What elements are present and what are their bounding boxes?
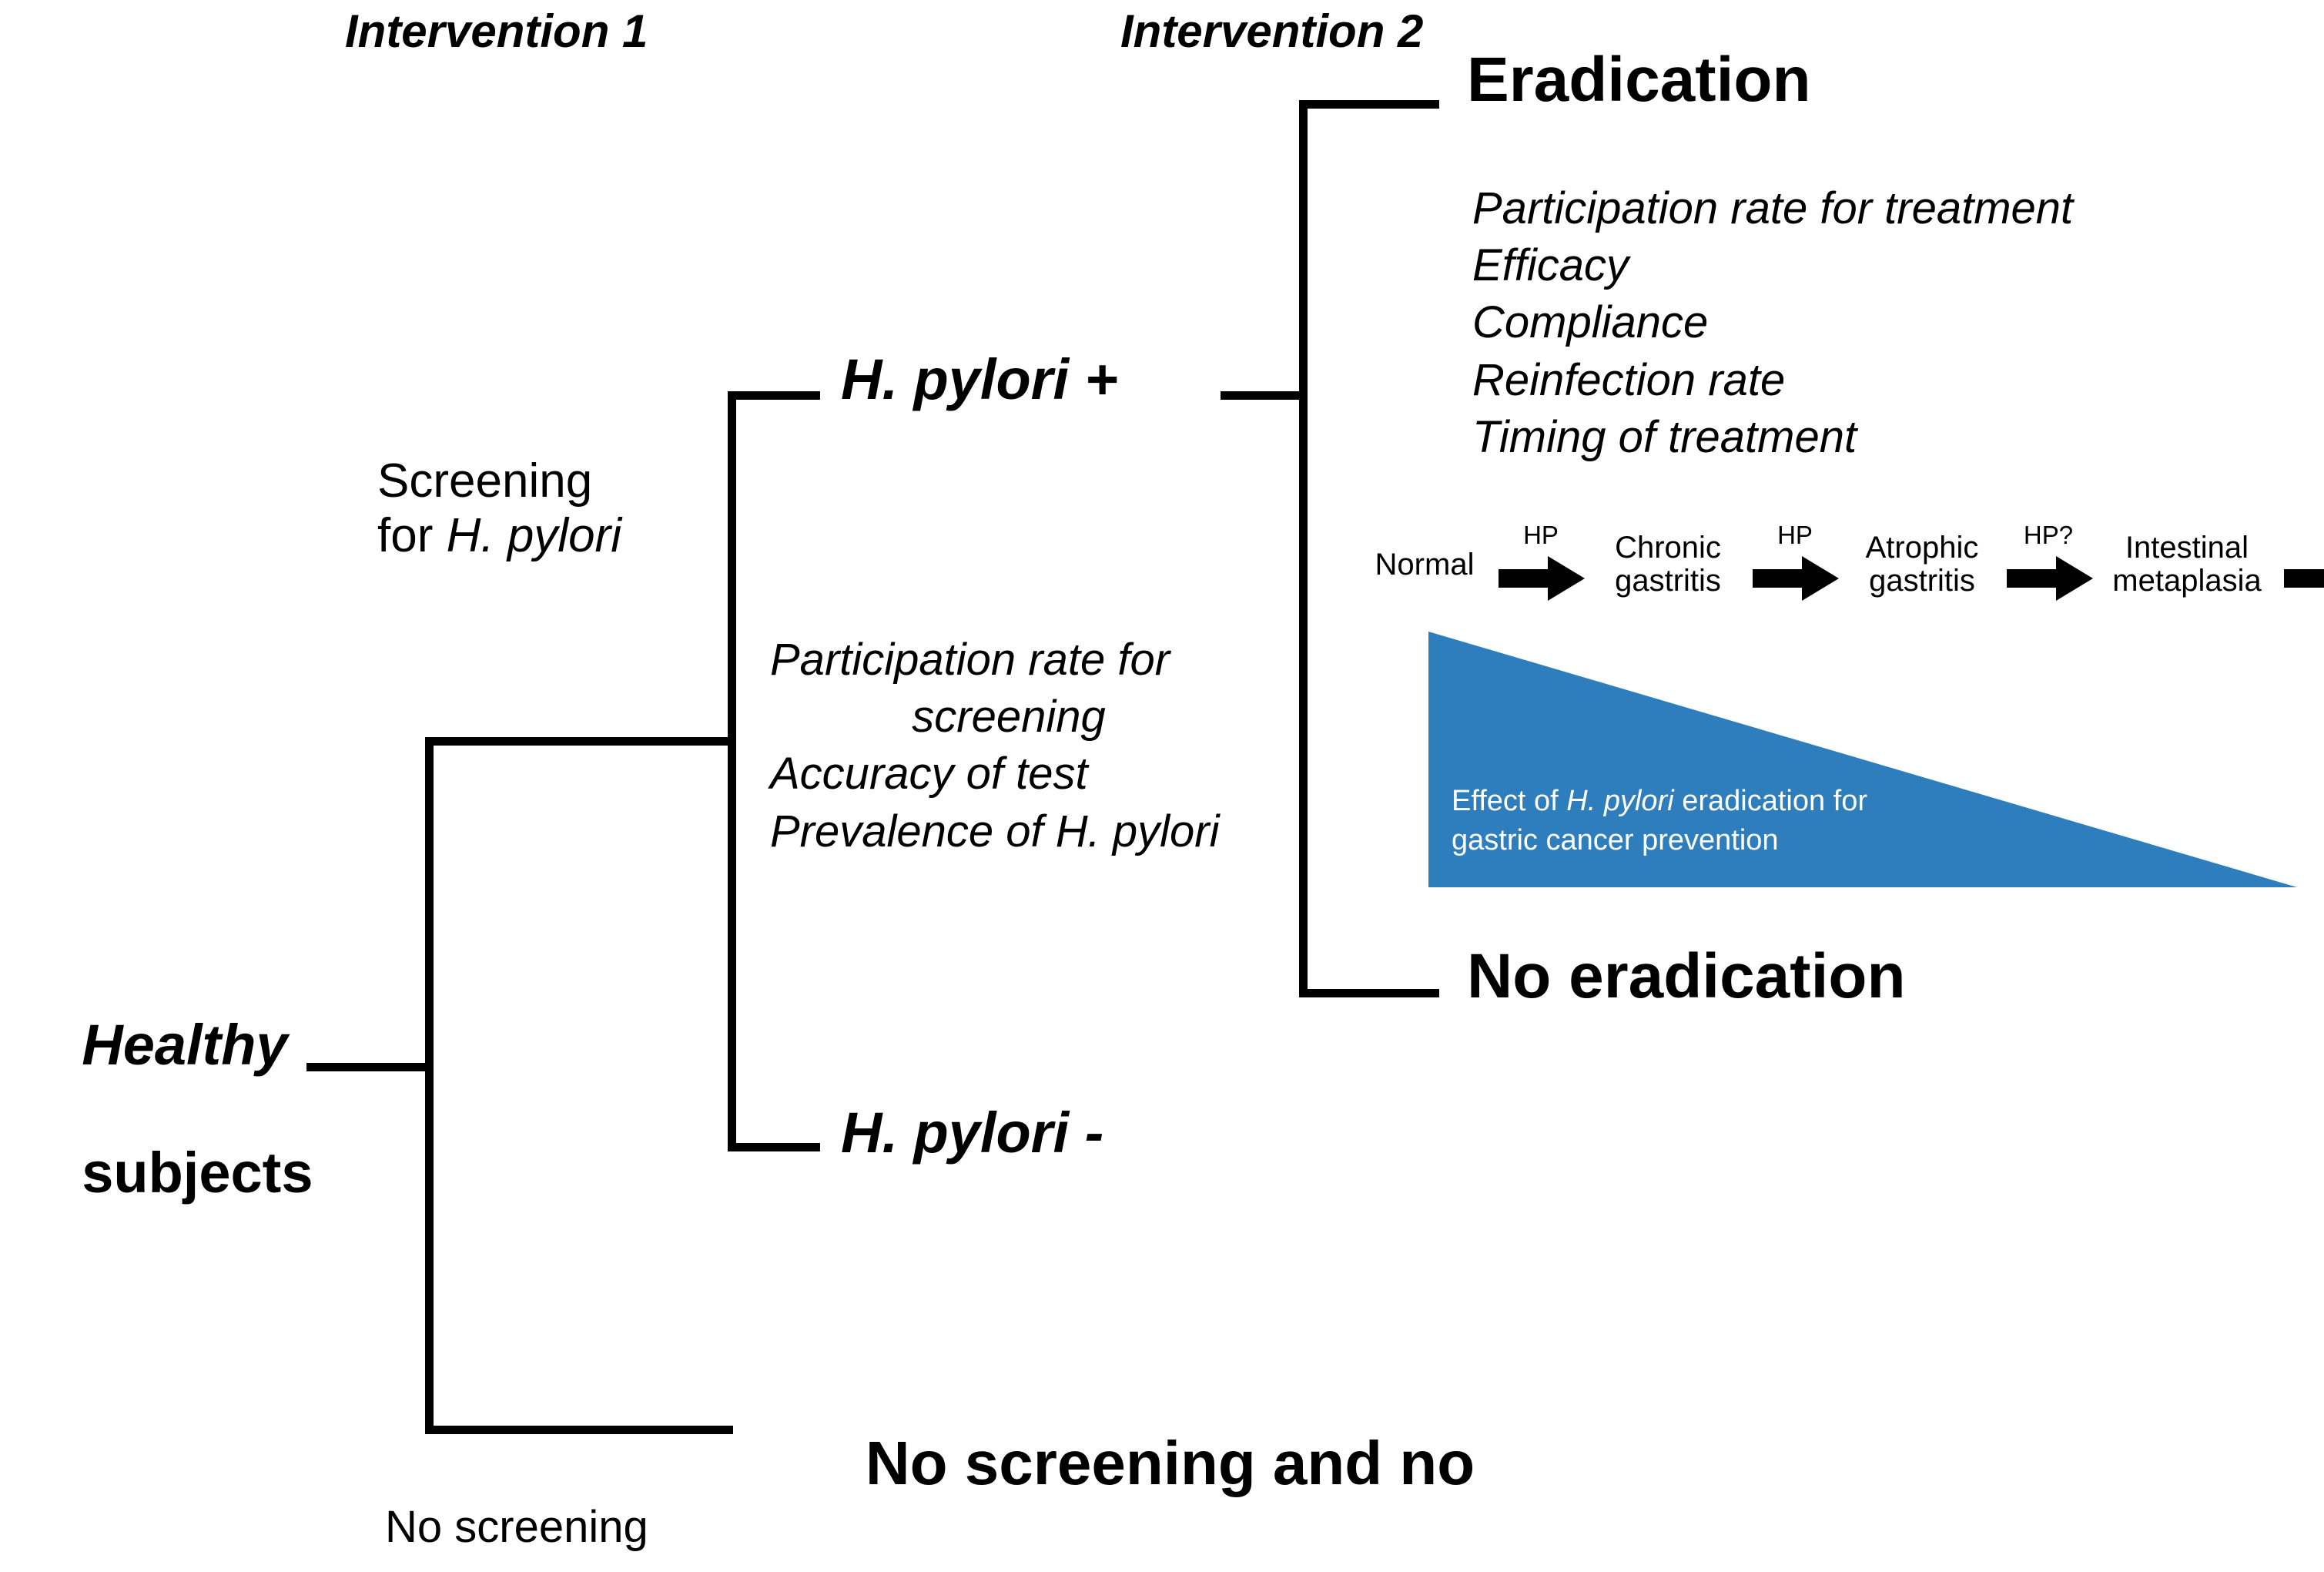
section-title-intervention-2: Intervention 2 [1120,5,1424,57]
triangle-caption-line1-italic: H. pylori [1566,785,1674,817]
screening-param-3: Prevalence of H. pylori [770,806,1220,856]
triangle-caption: Effect of H. pylori eradication for gast… [1452,782,1867,861]
cascade-arrow-label-1: HP [1777,521,1813,549]
connector-level1-spine [425,737,434,1434]
connector-level1-upper [425,737,733,746]
edge-label-no-screening: No screening [385,1502,648,1552]
treatment-param-2: Compliance [1472,297,1709,348]
correa-cascade-diagram: Normal HP Chronic gastritis HP Atrophic … [1363,521,2324,616]
connector-level3-spine [1299,100,1308,997]
screening-param-1: screening [912,692,1106,742]
screening-param-2: Accuracy of test [770,749,1088,799]
cascade-arrow-label-2: HP? [2023,521,2074,549]
connector-level3-upper [1299,100,1439,109]
treatment-parameter-list: Participation rate for treatment Efficac… [1472,180,2073,466]
screening-param-0: Participation rate for [770,635,1170,685]
node-no-screening-no-eradication: No screening and no eradication [797,1359,1475,1572]
treatment-param-0: Participation rate for treatment [1472,183,2074,233]
edge-label-screening-line2-italic: H. pylori [446,508,621,562]
node-h-pylori-positive: H. pylori + [841,347,1118,411]
cascade-arrow-icon-0 [1499,556,1585,601]
triangle-caption-line2: gastric cancer prevention [1452,824,1779,857]
node-healthy-subjects: Healthy subjects [18,950,313,1269]
connector-root-stub [306,1063,434,1071]
connector-level3-lower [1299,989,1439,997]
cascade-arrow-icon-3 [2284,569,2324,588]
edge-label-screening: Screening for H. pylori [377,454,621,563]
node-no-screening-no-eradication-line2: eradication [866,1567,1194,1572]
eradication-effect-triangle: Effect of H. pylori eradication for gast… [1428,632,2324,893]
treatment-param-1: Efficacy [1472,240,1629,291]
connector-level2-spine [728,391,736,1151]
treatment-param-3: Reinfection rate [1472,354,1786,405]
node-h-pylori-negative: H. pylori - [841,1101,1104,1165]
cascade-node-atrophic-gastritis: Atrophic gastritis [1865,531,1979,598]
screening-parameter-list: Participation rate for screening Accurac… [770,632,1263,860]
connector-level2-upper [728,391,820,400]
cascade-node-normal: Normal [1375,548,1475,582]
node-healthy-subjects-line2: subjects [82,1140,313,1205]
cascade-node-chronic-gastritis: Chronic gastritis [1615,531,1721,598]
connector-level1-lower [425,1426,733,1434]
cascade-arrow-icon-2 [2007,556,2093,601]
cascade-arrow-icon-1 [1753,556,1839,601]
triangle-caption-line1-prefix: Effect of [1452,785,1567,817]
triangle-caption-line1-suffix: eradication for [1673,785,1868,817]
node-healthy-subjects-line1: Healthy [82,1012,288,1077]
cascade-arrow-label-0: HP [1523,521,1559,549]
treatment-param-4: Timing of treatment [1472,411,1857,462]
connector-level2-lower [728,1143,820,1151]
section-title-intervention-1: Intervention 1 [345,5,648,57]
node-no-screening-no-eradication-line1: No screening and no [865,1428,1475,1497]
edge-label-screening-line1: Screening [377,454,593,508]
node-eradication: Eradication [1467,45,1811,115]
cascade-node-intestinal-metaplasia: Intestinal metaplasia [2112,531,2262,598]
triangle-shape-icon [1428,632,2297,887]
edge-label-screening-line2-prefix: for [377,508,447,562]
connector-hp-positive-to-level3 [1221,391,1307,400]
node-no-eradication: No eradication [1467,941,1906,1011]
